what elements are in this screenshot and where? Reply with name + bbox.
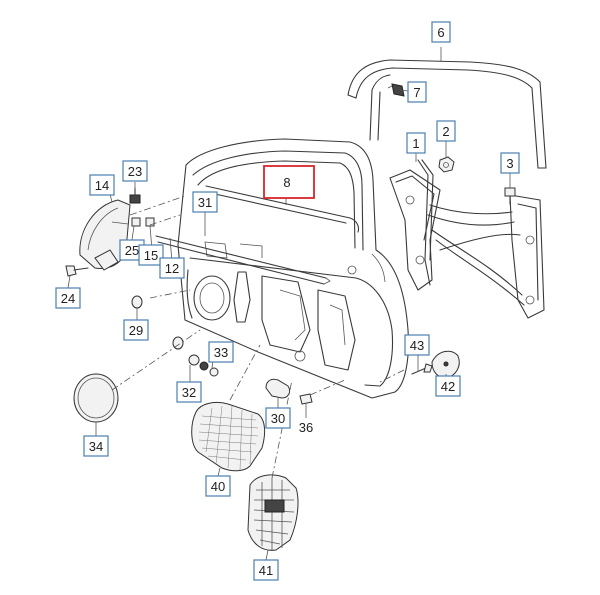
callout-1: 1: [406, 132, 426, 154]
bolt-part: [504, 187, 516, 205]
callout-42: 42: [435, 375, 461, 397]
callout-label: 42: [441, 379, 455, 394]
callout-label: 15: [144, 248, 158, 263]
callout-41: 41: [253, 559, 279, 581]
cap-42: [431, 350, 460, 379]
clip-part: [387, 83, 405, 97]
window-regulator: [389, 159, 545, 319]
belt-seal-strip: [155, 235, 331, 285]
callout-15: 15: [138, 244, 164, 266]
grommet-30: [265, 378, 291, 399]
callout-label: 24: [61, 291, 75, 306]
speaker-grille: [191, 401, 266, 472]
callout-label: 29: [129, 323, 143, 338]
callout-12: 12: [159, 257, 185, 279]
callout-label: 25: [125, 243, 139, 258]
callout-label: 6: [437, 25, 444, 40]
callout-24: 24: [55, 287, 81, 309]
callout-label: 41: [259, 563, 273, 578]
callout-label: 8: [283, 175, 290, 190]
callout-29: 29: [123, 319, 149, 341]
callout-40: 40: [205, 475, 231, 497]
mirror-assembly: [79, 199, 131, 271]
round-cover: [73, 373, 119, 423]
nut-part: [438, 156, 455, 173]
callout-label: 40: [211, 479, 225, 494]
callout-label: 1: [412, 136, 419, 151]
leader-lines: [67, 47, 511, 561]
door-panel: [177, 138, 409, 399]
callout-label: 31: [198, 195, 212, 210]
callout-25: 25: [119, 239, 145, 261]
callout-label: 12: [165, 261, 179, 276]
screw-25: [131, 217, 141, 227]
callout-32: 32: [176, 381, 202, 403]
callout-34: 34: [83, 435, 109, 457]
callout-label: 30: [271, 411, 285, 426]
callout-43: 43: [404, 334, 430, 356]
callout-label: 43: [410, 338, 424, 353]
screw-23: [129, 187, 141, 204]
callout-label: 32: [182, 385, 196, 400]
callout-6: 6: [431, 21, 451, 43]
callout-33: 33: [208, 341, 234, 363]
callout-23: 23: [122, 160, 148, 182]
window-frame: [347, 59, 547, 169]
callout-label: 2: [442, 124, 449, 139]
callout-label: 7: [413, 85, 420, 100]
callout-label: 33: [214, 345, 228, 360]
pin-36: [299, 393, 313, 405]
callout-8-highlighted: 8: [263, 165, 315, 199]
inner-trim-41: [247, 474, 299, 551]
screw-24: [65, 265, 89, 277]
plug-29: [131, 295, 143, 309]
window-seal-upper: [205, 185, 360, 233]
callout-30: 30: [265, 407, 291, 429]
callout-2: 2: [436, 120, 456, 142]
label-36: 36: [299, 420, 313, 435]
screw-43: [411, 363, 433, 375]
callout-label: 3: [506, 156, 513, 171]
callout-31: 31: [192, 191, 218, 213]
clips-32-33: [172, 336, 219, 377]
callout-14: 14: [89, 174, 115, 196]
callout-3: 3: [500, 152, 520, 174]
callout-7: 7: [407, 81, 427, 103]
callout-label: 14: [95, 178, 109, 193]
callout-label: 34: [89, 439, 103, 454]
callout-label: 23: [128, 164, 142, 179]
